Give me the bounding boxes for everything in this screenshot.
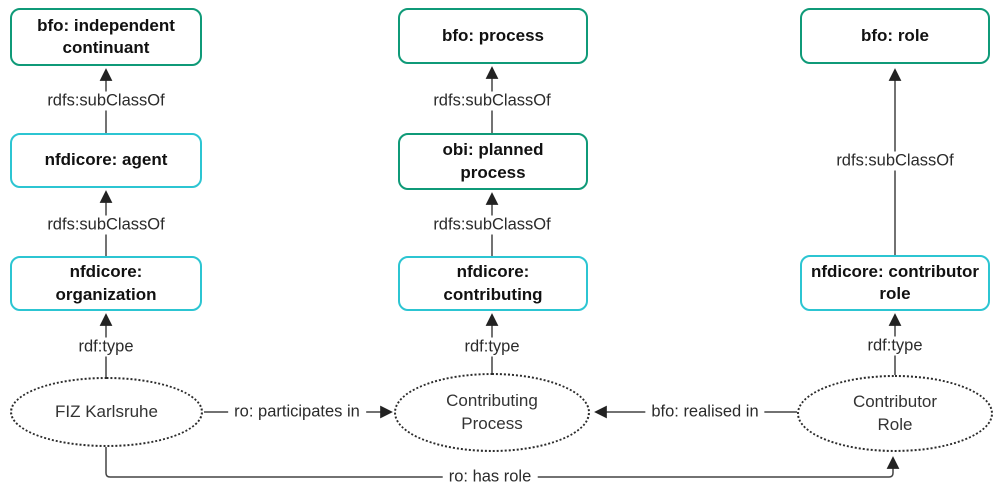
edge-label-subclassof-planned: rdfs:subClassOf [427, 91, 557, 111]
edge-label-subclassof-contributor-role: rdfs:subClassOf [830, 151, 960, 171]
edge-label-rdftype-fiz: rdf:type [72, 337, 140, 357]
node-nfdicore-contributor-role: nfdicore: contributor role [800, 255, 990, 311]
edge-label-subclassof-agent: rdfs:subClassOf [41, 91, 171, 111]
node-bfo-process: bfo: process [398, 8, 588, 64]
node-bfo-role: bfo: role [800, 8, 990, 64]
edge-label-participates-in: ro: participates in [228, 402, 366, 422]
node-obi-planned-process: obi: planned process [398, 133, 588, 190]
edge-label-rdftype-contributing-process: rdf:type [458, 337, 526, 357]
edge-label-realised-in: bfo: realised in [645, 402, 765, 422]
node-fiz-karlsruhe: FIZ Karlsruhe [10, 377, 203, 447]
edge-label-rdftype-contributor-role: rdf:type [861, 336, 929, 356]
edge-label-subclassof-organization: rdfs:subClassOf [41, 215, 171, 235]
edge-label-has-role: ro: has role [442, 467, 538, 487]
node-bfo-independent-continuant: bfo: independent continuant [10, 8, 202, 66]
node-contributing-process: Contributing Process [394, 373, 590, 452]
node-nfdicore-contributing: nfdicore: contributing [398, 256, 588, 311]
node-contributor-role: Contributor Role [797, 375, 993, 452]
node-nfdicore-organization: nfdicore: organization [10, 256, 202, 311]
node-nfdicore-agent: nfdicore: agent [10, 133, 202, 188]
edge-label-subclassof-contributing: rdfs:subClassOf [427, 215, 557, 235]
